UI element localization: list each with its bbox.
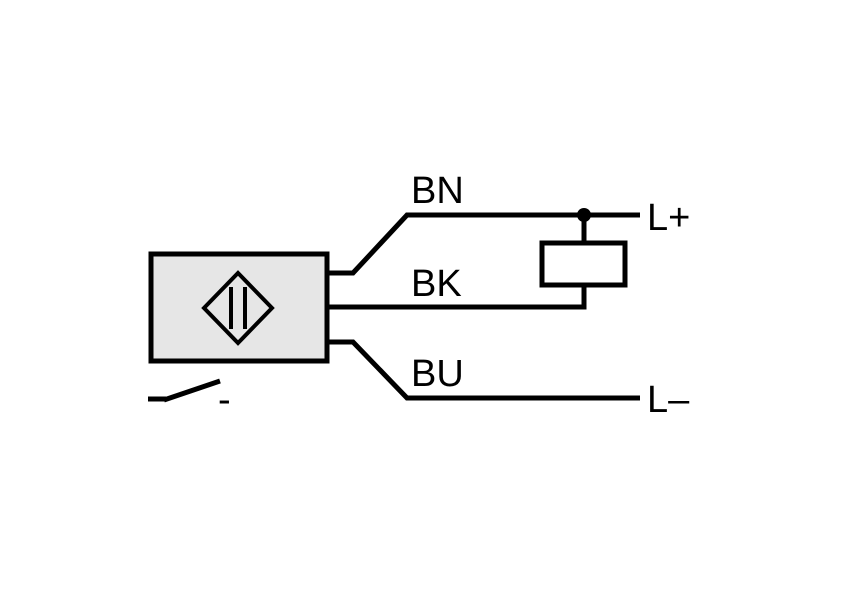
terminal-label-negative: L–: [647, 379, 690, 421]
wire-black: [327, 285, 587, 310]
wire-label-bn: BN: [411, 170, 464, 212]
sensor-symbol-icon: [201, 270, 275, 346]
terminal-label-positive: L+: [647, 197, 690, 239]
wire-label-bu: BU: [411, 353, 464, 395]
output-polarity-label: -: [218, 379, 231, 421]
sensor-body: [148, 251, 330, 364]
wire-blue: [327, 339, 640, 401]
load-relay-icon: [539, 240, 628, 288]
wire-label-bk: BK: [411, 263, 462, 305]
normally-open-switch-icon: [148, 378, 221, 403]
wire-brown: [327, 212, 640, 276]
